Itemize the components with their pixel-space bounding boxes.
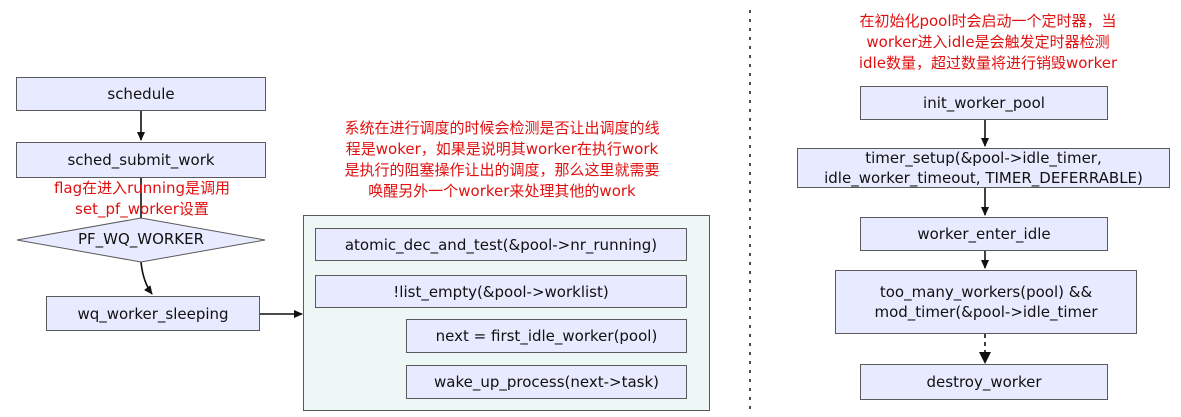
right-note-line3: idle数量，超过数量将进行销毁worker: [858, 54, 1118, 72]
init-worker-pool-node: init_worker_pool: [860, 86, 1108, 120]
decision-label: PF_WQ_WORKER: [77, 230, 205, 248]
middle-note-line3: 是执行的阻塞操作让出的调度，那么这里就需要: [344, 161, 660, 179]
worker-enter-idle-node: worker_enter_idle: [860, 217, 1108, 251]
wake-up-process-node: wake_up_process(next->task): [406, 365, 687, 399]
middle-note-line4: 唤醒另外一个worker来处理其他的work: [368, 182, 636, 200]
wq-worker-sleeping-node: wq_worker_sleeping: [46, 296, 260, 331]
flag-note: flag在进入running是调用 set_pf_worker设置: [20, 178, 264, 220]
timer-setup-line1: timer_setup(&pool->idle_timer,: [865, 149, 1102, 167]
timer-setup-line2: idle_worker_timeout, TIMER_DEFERRABLE): [824, 169, 1143, 187]
flag-note-line1: flag在进入running是调用: [53, 179, 231, 197]
middle-note: 系统在进行调度的时候会检测是否让出调度的线 程是woker，如果是说明其work…: [300, 118, 704, 202]
decision-diamond: [16, 217, 266, 263]
middle-note-line2: 程是woker，如果是说明其worker在执行work: [345, 140, 659, 158]
flag-note-line2: set_pf_worker设置: [75, 200, 209, 218]
right-note-line2: worker进入idle是会触发定时器检测: [866, 33, 1110, 51]
right-note-line1: 在初始化pool时会启动一个定时器，当: [859, 12, 1117, 30]
first-idle-worker-node: next = first_idle_worker(pool): [406, 319, 687, 353]
too-many-workers-node: too_many_workers(pool) && mod_timer(&poo…: [835, 270, 1137, 334]
schedule-node: schedule: [16, 77, 266, 111]
right-note: 在初始化pool时会启动一个定时器，当 worker进入idle是会触发定时器检…: [820, 11, 1156, 74]
atomic-dec-node: atomic_dec_and_test(&pool->nr_running): [315, 228, 687, 261]
timer-setup-node: timer_setup(&pool->idle_timer, idle_work…: [797, 148, 1170, 188]
list-empty-node: !list_empty(&pool->worklist): [315, 275, 687, 308]
arrowhead-destroy: [979, 352, 991, 364]
sched-submit-work-node: sched_submit_work: [16, 142, 266, 178]
too-many-line1: too_many_workers(pool) &&: [879, 283, 1093, 301]
too-many-line2: mod_timer(&pool->idle_timer: [874, 303, 1098, 321]
arrow-decision-to-sleeping: [140, 261, 153, 295]
destroy-worker-node: destroy_worker: [860, 364, 1108, 400]
middle-note-line1: 系统在进行调度的时候会检测是否让出调度的线: [344, 119, 660, 137]
